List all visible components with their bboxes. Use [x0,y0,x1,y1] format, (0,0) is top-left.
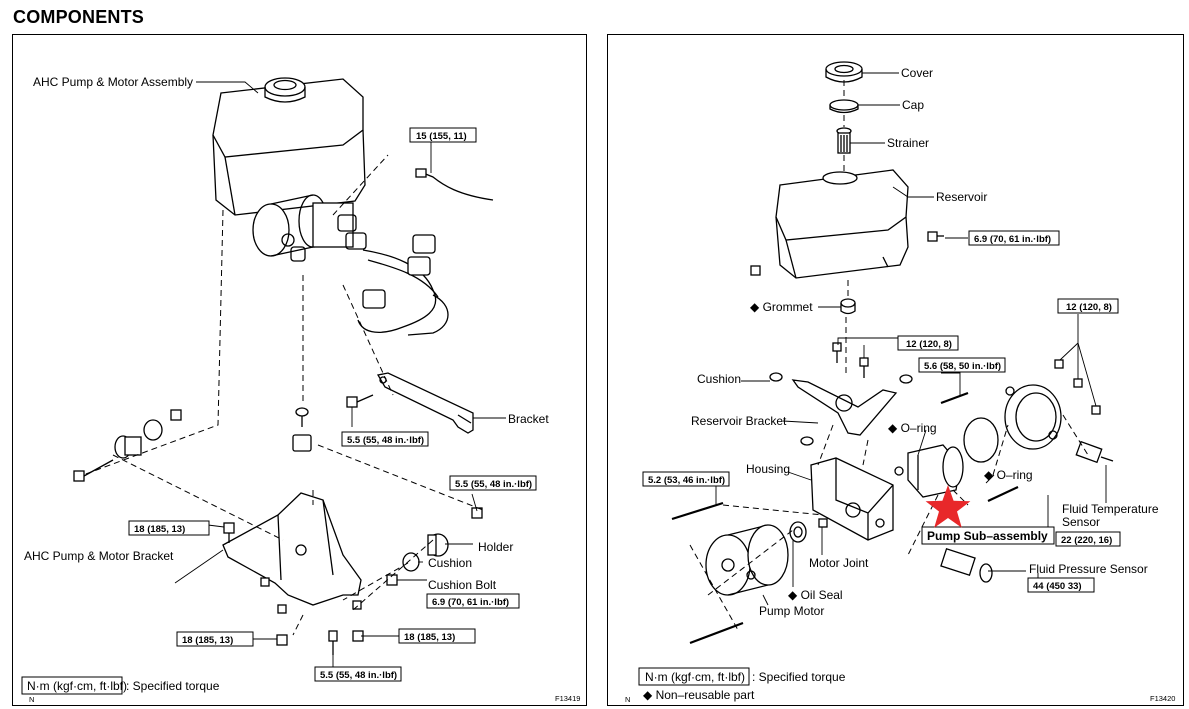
label-motor-joint: Motor Joint [809,556,869,570]
cover-drawing [825,61,863,83]
pump-cover-drawing [1004,384,1062,450]
label-cushion-right: Cushion [697,372,741,386]
left-diagram-svg: AHC Pump & Motor Assembly Bracket AHC Pu… [21,75,580,704]
torque-5-5-bottom: 5.5 (55, 48 in.·lbf) [320,670,397,681]
right-diagram-svg: Cover Cap Strainer Reservoir ◆ Grommet C… [625,61,1175,704]
label-fluid-temperature-sensor-1: Fluid Temperature [1062,502,1159,516]
assembly-dashed-lines [82,154,484,636]
north-mark-right: N [625,695,630,704]
pump-motor-drawing [705,524,789,596]
torque-15: 15 (155, 11) [416,131,467,142]
label-cap: Cap [902,98,924,112]
torque-5-6: 5.6 (58, 50 in.·lbf) [924,361,1001,372]
north-mark: N [29,695,34,704]
right-leader-lines [715,72,1107,606]
label-fluid-pressure-sensor: Fluid Pressure Sensor [1029,562,1148,576]
pump-sub-assembly-drawing [894,444,964,498]
page-title: COMPONENTS [13,7,145,27]
leader-lines [174,81,506,667]
middle-cushion-stack-drawing [292,407,312,452]
left-small-parts-drawing [73,409,182,482]
ahc-reservoir-tank-drawing [212,77,366,216]
torque-6-9-right: 6.9 (70, 61 in.·lbf) [974,234,1051,245]
label-holder: Holder [478,540,513,554]
torque-18-lower-right: 18 (185, 13) [404,632,455,643]
torque-12-upper: 12 (120, 8) [1066,302,1112,313]
ahc-motor-drawing [252,194,367,262]
torque-18-lower-left: 18 (185, 13) [182,635,233,646]
grommet-drawing [840,298,856,315]
oil-seal-drawing [789,521,807,543]
label-cover: Cover [901,66,933,80]
legend-specified-torque: : Specified torque [126,679,220,693]
label-oil-seal: ◆ Oil Seal [788,588,843,602]
housing-drawing [810,457,894,541]
legend-unit-box: N·m (kgf·cm, ft·lbf) [27,679,127,693]
label-cushion: Cushion [428,556,472,570]
torque-6-9: 6.9 (70, 61 in.·lbf) [432,597,509,608]
bracket-bolt-drawing [346,394,374,408]
bracket-drawing [376,372,474,434]
fluid-temperature-sensor-drawing [1075,440,1114,464]
reservoir-bracket-drawing [791,379,898,436]
legend-specified-torque-right: : Specified torque [752,670,846,684]
label-grommet: ◆ Grommet [750,300,813,314]
label-fluid-temperature-sensor-2: Sensor [1062,515,1100,529]
torque-44: 44 (450 33) [1033,581,1082,592]
label-reservoir: Reservoir [936,190,987,204]
label-ahc-pump-motor-assembly: AHC Pump & Motor Assembly [33,75,193,89]
wire-harness-drawing [357,234,449,336]
highlight-star [925,485,971,528]
cap-drawing [829,99,859,111]
torque-22: 22 (220, 16) [1061,535,1112,546]
figure-code-right: F13420 [1150,694,1175,703]
strainer-drawing [836,127,852,154]
figure-code: F13419 [555,694,580,703]
label-pump-sub-assembly: Pump Sub–assembly [927,529,1048,543]
label-o-ring-1: ◆ O–ring [888,421,937,435]
torque-5-5-holder: 5.5 (55, 48 in.·lbf) [455,479,532,490]
label-pump-motor: Pump Motor [759,604,824,618]
left-diagram-panel: AHC Pump & Motor Assembly Bracket AHC Pu… [12,34,587,706]
legend-non-reusable: ◆ Non–reusable part [643,688,755,702]
label-cushion-bolt: Cushion Bolt [428,578,497,592]
torque-5-5-bracket: 5.5 (55, 48 in.·lbf) [347,435,424,446]
legend-unit-box-right: N·m (kgf·cm, ft·lbf) [645,670,745,684]
label-reservoir-bracket: Reservoir Bracket [691,414,787,428]
holder-cushion-drawing [386,507,483,586]
pipe-drawing [422,172,494,201]
label-bracket: Bracket [508,412,549,426]
label-ahc-pump-motor-bracket: AHC Pump & Motor Bracket [24,549,174,563]
label-o-ring-2: ◆ O–ring [984,468,1033,482]
torque-5-2: 5.2 (53, 46 in.·lbf) [648,475,725,486]
label-strainer: Strainer [887,136,929,150]
motor-joint-drawing [818,518,828,528]
torque-12-bracket: 12 (120, 8) [906,339,952,350]
ahc-bracket-drawing [222,492,362,614]
reservoir-drawing [775,169,909,279]
torque-18-upper: 18 (185, 13) [134,524,185,535]
fluid-pressure-sensor-drawing [940,547,993,583]
right-diagram-panel: Cover Cap Strainer Reservoir ◆ Grommet C… [607,34,1184,706]
o-ring-large-drawing [963,417,999,463]
label-housing: Housing [746,462,790,476]
